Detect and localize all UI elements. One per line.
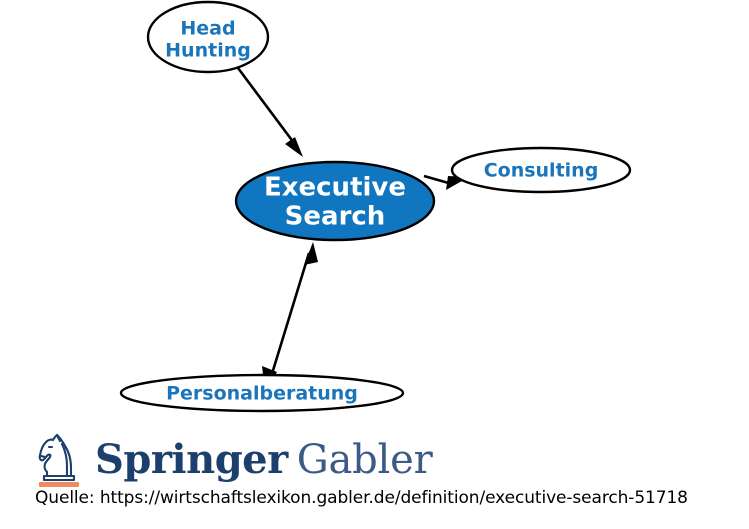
edge-line <box>236 67 296 144</box>
node-consulting[interactable]: Consulting <box>450 146 632 194</box>
source-caption: Quelle: https://wirtschaftslexikon.gable… <box>35 488 688 508</box>
springer-knight-icon <box>33 432 85 487</box>
node-shape[interactable] <box>119 373 405 413</box>
node-label-line-1: Executive <box>264 173 406 203</box>
node-shape[interactable] <box>146 0 270 74</box>
node-shape[interactable] <box>234 160 436 242</box>
knight-glyph <box>38 433 76 482</box>
node-label-line-1: Consulting <box>484 160 599 182</box>
springer-gabler-logo: Springer Gabler <box>33 428 433 487</box>
wordmark-springer: Springer <box>95 436 288 483</box>
springer-gabler-wordmark: Springer Gabler <box>95 440 433 486</box>
footer: Springer Gabler Quelle: https://wirtscha… <box>0 420 749 529</box>
arrowhead-end <box>285 137 303 157</box>
node-executive-search[interactable]: Executive Search <box>234 160 436 242</box>
edge-executive-search-personalberatung <box>262 242 318 391</box>
node-label-line-2: Search <box>285 202 386 232</box>
wordmark-gabler: Gabler <box>296 437 433 483</box>
edge-line <box>269 252 311 378</box>
logo-accent-bar <box>39 482 79 487</box>
node-personalberatung[interactable]: Personalberatung <box>119 373 405 413</box>
node-shape[interactable] <box>450 146 632 194</box>
node-head-hunting[interactable]: Head Hunting <box>146 0 270 74</box>
node-label-line-2: Hunting <box>165 40 251 62</box>
arrowhead-start <box>304 242 318 265</box>
edge-head-hunting-to-executive-search <box>236 67 303 157</box>
node-label-line-1: Head <box>180 18 235 40</box>
node-label-line-1: Personalberatung <box>166 383 358 405</box>
